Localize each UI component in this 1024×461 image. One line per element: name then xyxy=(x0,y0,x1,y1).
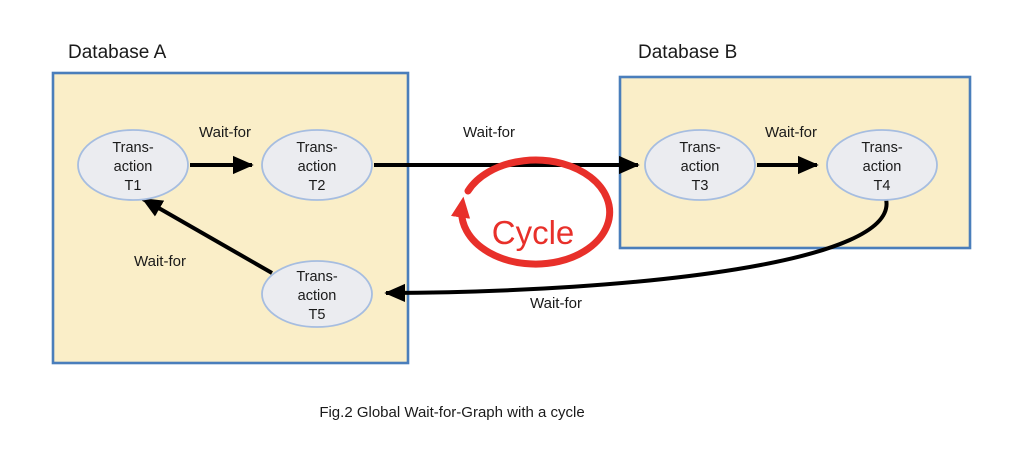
node-t1-line1: Trans- xyxy=(112,140,154,156)
node-t1[interactable]: Trans- action T1 xyxy=(77,129,189,201)
edge-labels-layer: Wait-for Wait-for Wait-for Wait-for Wait… xyxy=(134,124,817,312)
node-t4-line3: T4 xyxy=(874,178,891,194)
node-t1-line3: T1 xyxy=(125,178,142,194)
edge-label-t5-t1: Wait-for xyxy=(134,253,186,270)
node-t4-line1: Trans- xyxy=(861,140,903,156)
edge-label-t1-t2: Wait-for xyxy=(199,124,251,141)
edge-label-t4-t5: Wait-for xyxy=(530,295,582,312)
node-t3-line3: T3 xyxy=(692,178,709,194)
cycle-arrow-icon xyxy=(451,156,614,268)
node-t2-line3: T2 xyxy=(309,178,326,194)
edge-t5-to-t1[interactable] xyxy=(141,197,273,275)
cycle-label: Cycle xyxy=(492,214,575,251)
edge-label-t3-t4: Wait-for xyxy=(765,124,817,141)
node-t4-line2: action xyxy=(863,159,902,175)
node-t2[interactable]: Trans- action T2 xyxy=(261,129,373,201)
node-t1-ellipse[interactable] xyxy=(77,129,189,201)
edge-label-t2-t3: Wait-for xyxy=(463,124,515,141)
node-t4[interactable]: Trans- action T4 xyxy=(826,129,938,201)
node-t5-ellipse[interactable] xyxy=(261,260,373,328)
node-t3-line1: Trans- xyxy=(679,140,721,156)
node-t3[interactable]: Trans- action T3 xyxy=(644,129,756,201)
database-a-label: Database A xyxy=(68,42,167,63)
node-t5-line2: action xyxy=(298,288,337,304)
figure-caption: Fig.2 Global Wait-for-Graph with a cycle xyxy=(319,404,584,421)
cycle-marker[interactable]: Cycle xyxy=(451,156,614,268)
database-b-label: Database B xyxy=(638,42,737,63)
node-t3-ellipse[interactable] xyxy=(644,129,756,201)
database-a-box[interactable] xyxy=(51,71,410,365)
node-t2-line2: action xyxy=(298,159,337,175)
container-database-a[interactable]: Database A xyxy=(51,42,410,365)
node-t2-ellipse[interactable] xyxy=(261,129,373,201)
node-t5[interactable]: Trans- action T5 xyxy=(261,260,373,328)
node-t2-line1: Trans- xyxy=(296,140,338,156)
node-t5-line1: Trans- xyxy=(296,269,338,285)
node-t5-line3: T5 xyxy=(309,307,326,323)
node-t4-ellipse[interactable] xyxy=(826,129,938,201)
edge-t4-to-t5[interactable] xyxy=(384,198,889,303)
node-t1-line2: action xyxy=(114,159,153,175)
node-t3-line2: action xyxy=(681,159,720,175)
